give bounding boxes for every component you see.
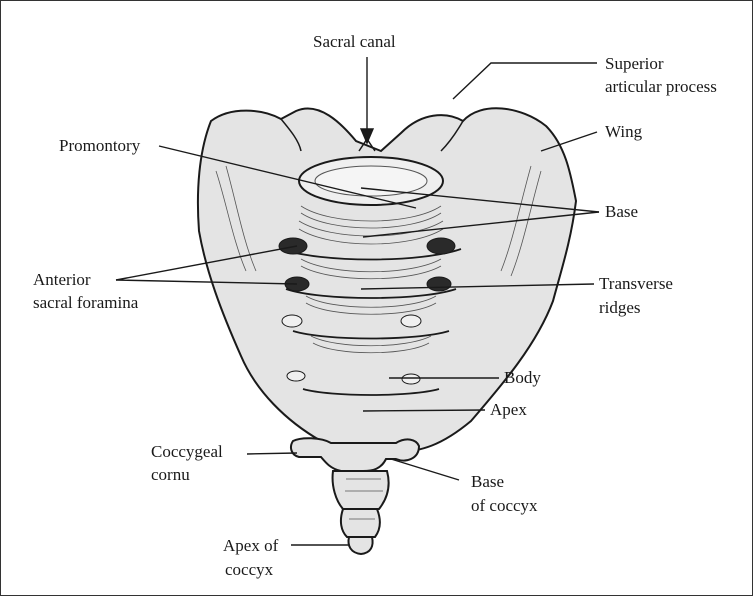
coccyx-base [291, 438, 419, 471]
coccyx-apex [349, 537, 373, 554]
label-base: Base [605, 201, 638, 222]
label-base-of-coccyx-line2: of coccyx [471, 495, 538, 516]
label-promontory: Promontory [59, 135, 140, 156]
label-superior-articular-process-line2: articular process [605, 76, 717, 97]
label-superior-articular-process-line1: Superior [605, 53, 664, 74]
label-body: Body [504, 367, 541, 388]
coccyx-segment-2 [333, 471, 389, 509]
label-transverse-ridges-line2: ridges [599, 297, 641, 318]
label-wing: Wing [605, 121, 642, 142]
coccyx-segment-3 [341, 509, 380, 537]
label-base-of-coccyx-line1: Base [471, 471, 504, 492]
label-apex-of-coccyx-line2: coccyx [225, 559, 273, 580]
label-apex-of-coccyx-line1: Apex of [223, 535, 278, 556]
label-coccygeal-cornu-line1: Coccygeal [151, 441, 223, 462]
sacral-base-inner [315, 166, 427, 196]
label-anterior-sacral-foramina-line2: sacral foramina [33, 292, 138, 313]
label-anterior-sacral-foramina-line1: Anterior [33, 269, 91, 290]
label-sacral-canal: Sacral canal [313, 31, 396, 52]
label-coccygeal-cornu-line2: cornu [151, 464, 190, 485]
label-apex: Apex [490, 399, 527, 420]
label-transverse-ridges-line1: Transverse [599, 273, 673, 294]
